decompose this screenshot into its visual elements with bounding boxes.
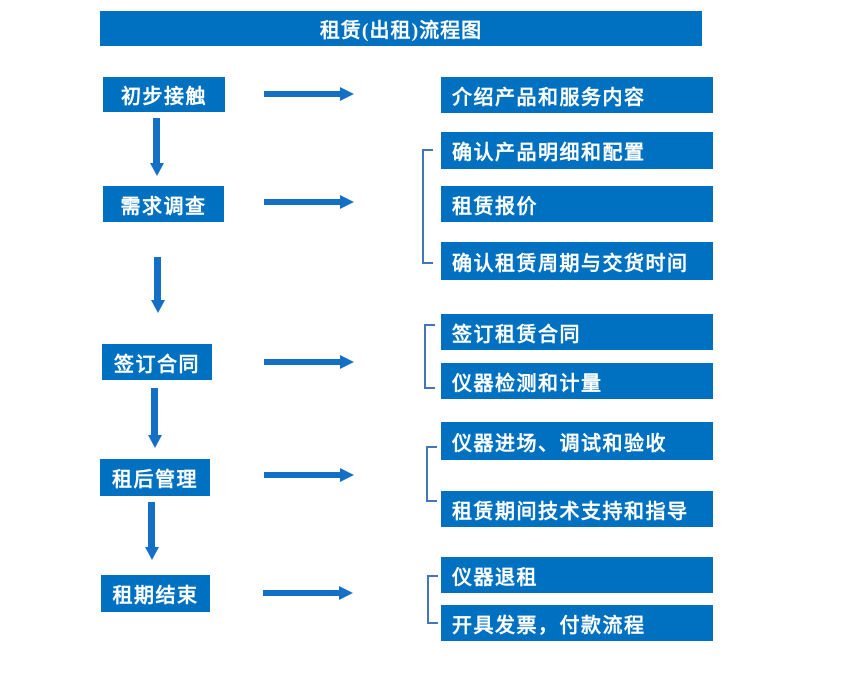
detail-box-confirm-rental-period: 确认租赁周期与交货时间 xyxy=(441,242,713,280)
group-bracket xyxy=(424,324,435,389)
step-box-sign-contract: 签订合同 xyxy=(102,344,212,380)
step-box-demand-survey: 需求调查 xyxy=(103,186,224,222)
arrow-shaft xyxy=(264,91,341,97)
detail-box-rental-quote: 租赁报价 xyxy=(441,186,713,222)
detail-box-technical-support: 租赁期间技术支持和指导 xyxy=(441,491,713,527)
detail-box-sign-rental-contract: 签订租赁合同 xyxy=(441,314,713,350)
detail-box-invoice-payment: 开具发票，付款流程 xyxy=(441,605,713,641)
step-box-post-rental-management: 租后管理 xyxy=(100,459,210,496)
arrow-head xyxy=(339,586,353,600)
arrow-head xyxy=(151,300,165,313)
group-bracket xyxy=(427,575,438,624)
detail-box-instrument-arrival: 仪器进场、调试和验收 xyxy=(441,422,713,460)
detail-box-instrument-return: 仪器退租 xyxy=(441,557,713,593)
arrow-shaft xyxy=(263,590,340,596)
detail-box-confirm-product-details: 确认产品明细和配置 xyxy=(441,132,713,169)
detail-box-instrument-inspection: 仪器检测和计量 xyxy=(441,363,713,399)
flowchart-title: 租赁(出租)流程图 xyxy=(100,11,702,46)
down-arrow-icon xyxy=(145,502,159,560)
arrow-head xyxy=(150,163,164,176)
right-arrow-icon xyxy=(264,468,354,482)
arrow-head xyxy=(145,547,159,560)
right-arrow-icon xyxy=(264,195,354,209)
down-arrow-icon xyxy=(150,118,164,176)
down-arrow-icon xyxy=(148,388,162,448)
arrow-head xyxy=(340,87,354,101)
arrow-shaft xyxy=(264,472,341,478)
step-box-rental-period-end: 租期结束 xyxy=(101,575,210,612)
arrow-head xyxy=(148,435,162,448)
arrow-head xyxy=(340,195,354,209)
right-arrow-icon xyxy=(263,586,353,600)
down-arrow-icon xyxy=(151,257,165,313)
arrow-shaft xyxy=(154,257,161,301)
arrow-head xyxy=(340,355,354,369)
group-bracket xyxy=(422,149,433,264)
group-bracket xyxy=(426,446,437,502)
arrow-shaft xyxy=(153,118,160,164)
step-box-initial-contact: 初步接触 xyxy=(103,77,225,112)
right-arrow-icon xyxy=(264,87,354,101)
detail-box-introduce-products: 介绍产品和服务内容 xyxy=(441,77,713,113)
arrow-shaft xyxy=(148,502,155,548)
arrow-head xyxy=(340,468,354,482)
arrow-shaft xyxy=(264,199,341,205)
right-arrow-icon xyxy=(264,355,354,369)
arrow-shaft xyxy=(264,359,341,365)
arrow-shaft xyxy=(151,388,158,436)
